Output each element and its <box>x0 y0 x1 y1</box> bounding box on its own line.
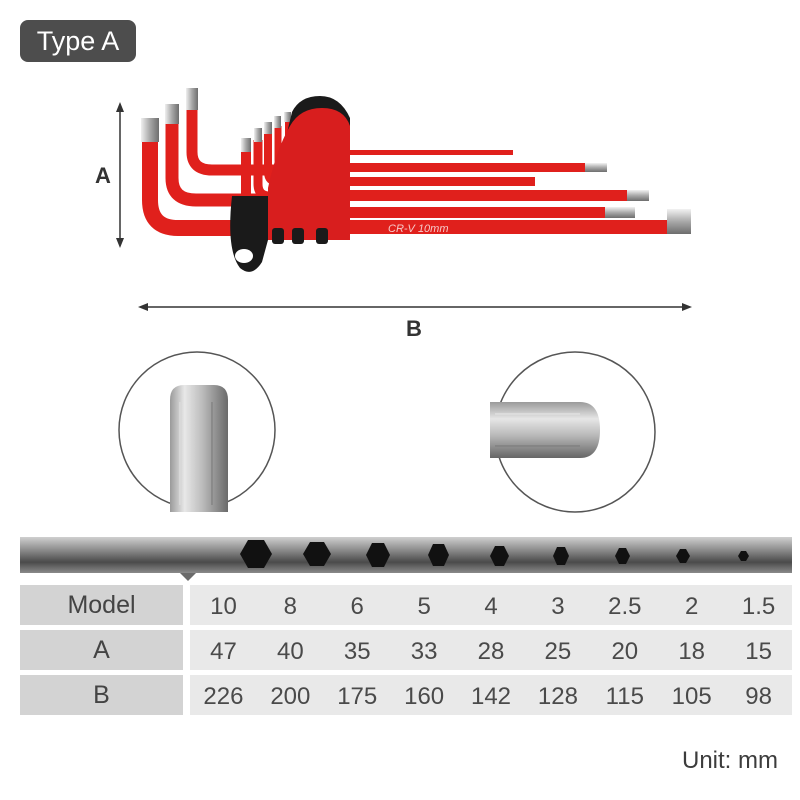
dimension-a-arrow <box>116 102 124 248</box>
hex-size-icons <box>240 540 749 568</box>
hex-icon-8 <box>303 542 331 566</box>
table-cell: 200 <box>270 683 311 710</box>
hex-icon-5 <box>428 544 449 566</box>
key-engraving: CR-V 10mm <box>388 223 449 235</box>
table-cell: 115 <box>605 683 644 710</box>
table-row-a: A 47 40 35 33 28 25 20 18 15 <box>20 630 792 670</box>
hex-icon-10 <box>240 540 272 568</box>
key-holder <box>230 96 350 272</box>
table-cell: 6 <box>350 593 364 620</box>
table-cell: 1.5 <box>741 593 776 620</box>
table-cell: 25 <box>544 638 572 665</box>
table-cell: 18 <box>678 638 706 665</box>
dimension-b-arrow <box>138 303 692 311</box>
table-cell: 40 <box>276 638 304 665</box>
row-header: A <box>20 630 183 670</box>
table-cell: 3 <box>551 593 565 620</box>
hex-key-long-arms <box>345 150 691 234</box>
table-row-b: B 226 200 175 160 142 128 115 105 98 <box>20 675 792 715</box>
table-cell: 8 <box>283 593 298 620</box>
table-cell: 142 <box>470 683 512 710</box>
dimension-a-label: A <box>95 163 111 188</box>
unit-label: Unit: mm <box>682 747 778 774</box>
hex-icon-2-5 <box>615 548 630 564</box>
ball-tip-zoom <box>490 351 656 513</box>
hex-key-tips <box>141 88 291 152</box>
hex-icon-3 <box>553 547 569 565</box>
table-cell: 4 <box>484 593 498 620</box>
table-cell: 20 <box>611 638 639 665</box>
hex-icon-4 <box>490 546 509 566</box>
tip-detail-views <box>118 351 656 513</box>
table-cell: 33 <box>410 638 438 665</box>
row-header: Model <box>20 585 183 625</box>
table-cell: 15 <box>745 638 772 665</box>
table-cell: 5 <box>417 593 431 620</box>
table-cell: 2.5 <box>608 593 642 620</box>
hex-icon-2 <box>676 549 690 563</box>
row-header: B <box>20 675 183 715</box>
hex-icon-6 <box>366 543 390 567</box>
table-cell: 226 <box>203 683 244 710</box>
hex-key-set-illustration: A B <box>95 88 692 341</box>
type-label-badge: Type A <box>20 20 136 62</box>
table-cell: 98 <box>745 683 772 710</box>
spec-table: Model 10 8 6 5 4 3 2.5 2 1.5 A 47 40 35 … <box>20 585 792 720</box>
table-cell: 2 <box>685 593 699 620</box>
dimension-b-label: B <box>406 316 422 341</box>
table-row-model: Model 10 8 6 5 4 3 2.5 2 1.5 <box>20 585 792 625</box>
table-cell: 160 <box>404 683 445 710</box>
table-cell: 28 <box>477 638 505 665</box>
hex-icon-1-5 <box>738 551 749 561</box>
hex-size-bar <box>20 537 792 581</box>
table-cell: 128 <box>537 683 578 710</box>
flat-tip-zoom <box>118 351 276 512</box>
table-cell: 47 <box>210 638 237 665</box>
table-cell: 35 <box>343 638 371 665</box>
table-cell: 105 <box>671 683 712 710</box>
table-cell: 10 <box>210 593 237 620</box>
table-cell: 175 <box>337 683 378 710</box>
